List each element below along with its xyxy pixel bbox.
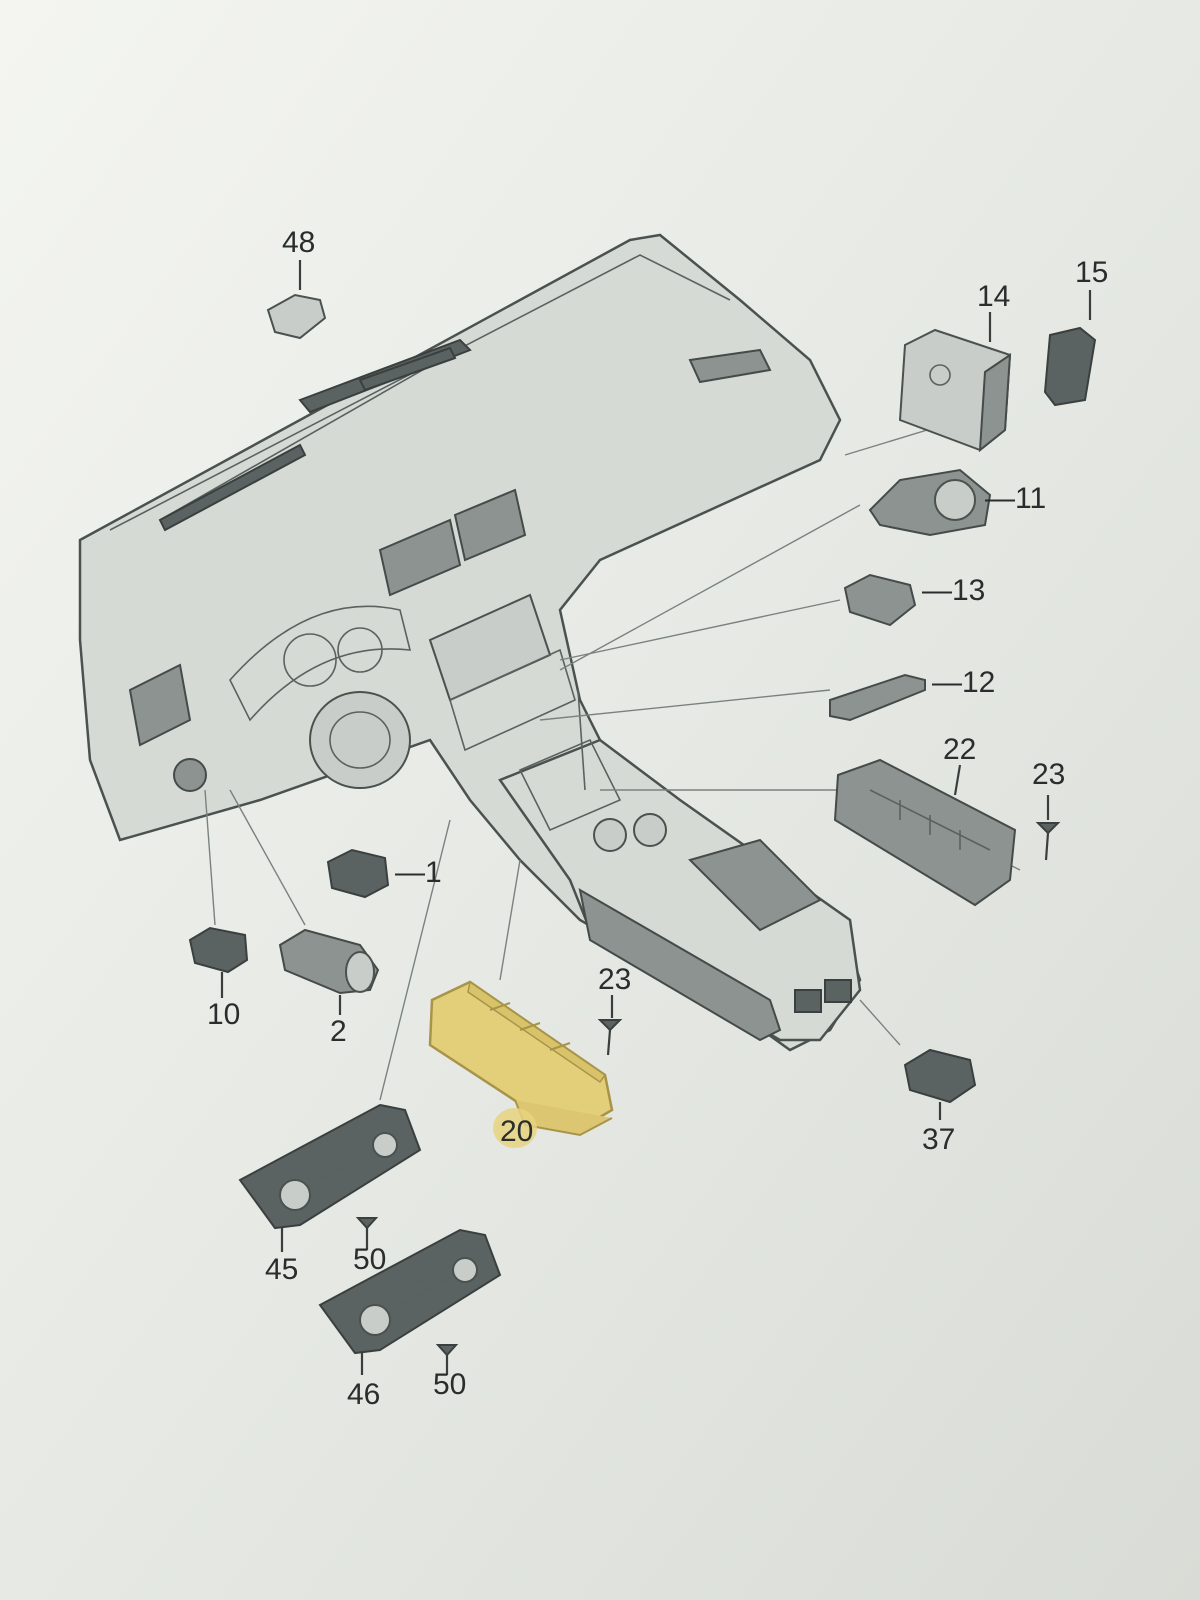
part-50-lower-screw (435, 1344, 459, 1375)
label-part-23-center: 23 (598, 963, 632, 996)
part-15-shape (1043, 290, 1097, 407)
label-part-10: 10 (207, 998, 241, 1031)
label-part-2: 2 (330, 1015, 347, 1048)
label-part-45: 45 (265, 1253, 299, 1286)
label-part-22: 22 (943, 733, 977, 766)
part-23-center-screw (597, 995, 623, 1056)
part-46-shape (318, 1228, 502, 1375)
label-part-15: 15 (1075, 256, 1109, 289)
part-20-shape (428, 980, 614, 1148)
part-2-shape (278, 928, 380, 1015)
part-1-shape (326, 848, 390, 899)
label-part-48: 48 (282, 226, 316, 259)
part-23-right-screw (1035, 795, 1061, 861)
label-part-12: —12 (932, 666, 996, 699)
label-part-50-upper: 50 (353, 1243, 387, 1276)
part-22-shape (833, 758, 1017, 907)
leader-lines (204, 419, 1021, 1101)
part-37-shape (903, 1048, 977, 1120)
label-part-46: 46 (347, 1378, 381, 1411)
part-10-shape (188, 926, 249, 998)
part-12-shape (829, 673, 926, 722)
part-14-shape (898, 312, 1012, 453)
part-11-shape (868, 468, 992, 537)
label-part-20: 20 (500, 1115, 534, 1148)
label-part-23-right: 23 (1032, 758, 1066, 791)
part-50-upper-screw (355, 1217, 379, 1250)
label-part-14: 14 (977, 280, 1011, 313)
label-part-11: —11 (985, 482, 1047, 515)
part-45-shape (238, 1103, 422, 1252)
label-part-50-lower: 50 (433, 1368, 467, 1401)
part-48-shape (266, 260, 327, 340)
part-13-shape (843, 573, 917, 627)
label-part-1: —1 (395, 856, 442, 889)
dashboard-assembly (78, 233, 862, 1052)
label-part-37: 37 (922, 1123, 956, 1156)
label-part-13: —13 (922, 574, 986, 607)
